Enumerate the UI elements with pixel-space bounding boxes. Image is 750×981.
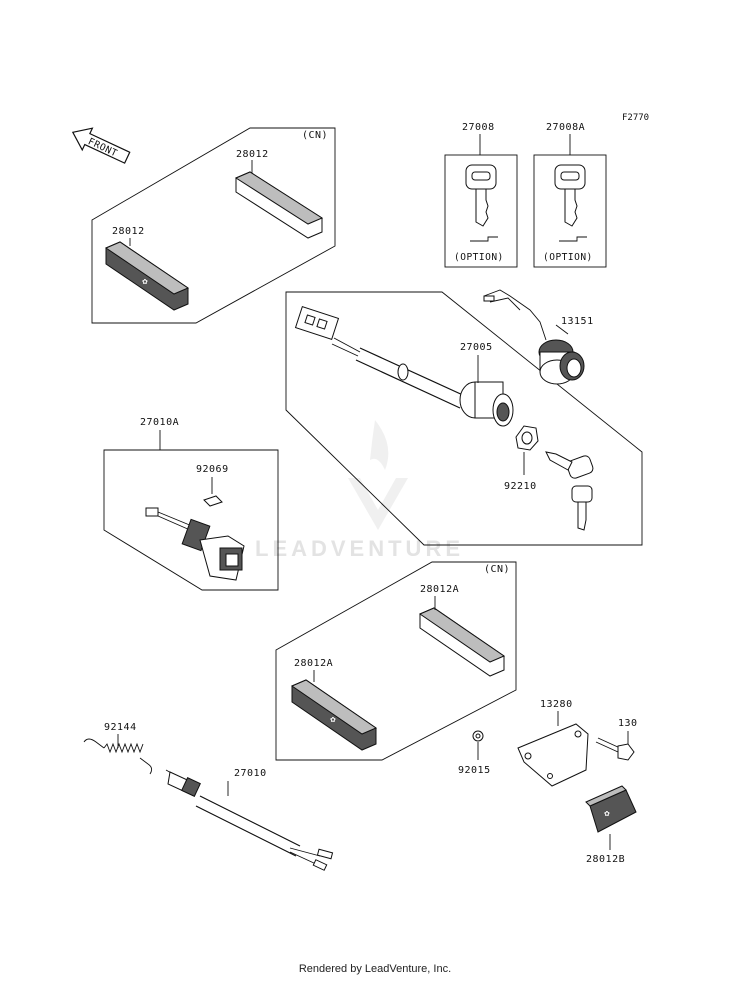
svg-text:✿: ✿ <box>330 716 336 724</box>
label-27010: 27010 <box>234 768 267 779</box>
label-27005: 27005 <box>460 342 493 353</box>
cn-label-1: (CN) <box>302 130 328 141</box>
label-28012B: 28012B <box>586 854 625 865</box>
cn-label-2: (CN) <box>484 564 510 575</box>
group-bracket-13280: 13280 130 92015 ✿ 28012B <box>458 699 638 865</box>
spring-92144 <box>83 738 153 775</box>
label-92210: 92210 <box>504 481 537 492</box>
clip-92069 <box>203 495 223 507</box>
group-27010A: 27010A 92069 <box>103 417 279 591</box>
bolt-130 <box>595 737 635 761</box>
key-27008 <box>465 164 497 227</box>
svg-text:✿: ✿ <box>142 278 148 286</box>
label-13151: 13151 <box>561 316 594 327</box>
group-ignition-27005: 27005 92210 13151 <box>285 289 643 546</box>
group-switch-27010: 27010 <box>165 768 334 871</box>
svg-text:✿: ✿ <box>604 810 610 818</box>
label-28012-bottom: 28012 <box>112 226 145 237</box>
label-130: 130 <box>618 718 638 729</box>
reflector-28012-top <box>234 171 324 239</box>
label-92015: 92015 <box>458 765 491 776</box>
nut-92210 <box>515 425 539 451</box>
connector-27005 <box>294 306 340 340</box>
group-28012-cn: (CN) 28012 ✿ 28012 <box>91 127 336 324</box>
label-27008A: 27008A <box>546 122 585 133</box>
switch-27010 <box>165 769 334 871</box>
switch-body-27005 <box>459 381 514 427</box>
reflector-28012B: ✿ <box>585 785 637 833</box>
key-27008A <box>554 164 586 227</box>
label-92144: 92144 <box>104 722 137 733</box>
bracket-icon-27008A <box>559 236 587 242</box>
front-arrow-icon: FRONT <box>71 127 131 164</box>
group-key-27008: 27008 (OPTION) <box>444 122 518 268</box>
figure-code: F2770 <box>622 113 649 123</box>
footer-credit: Rendered by LeadVenture, Inc. <box>298 963 452 975</box>
reflector-28012A-bottom: ✿ <box>290 679 378 751</box>
group-spring-92144: 92144 <box>83 722 153 775</box>
option-label-27008: (OPTION) <box>454 252 504 263</box>
option-label-27008A: (OPTION) <box>543 252 593 263</box>
label-27010A: 27010A <box>140 417 179 428</box>
watermark-text: LEADVENTURE <box>255 536 464 561</box>
group-28012A-cn: (CN) 28012A ✿ 28012A <box>275 561 517 761</box>
bracket-icon-27008 <box>470 236 498 242</box>
label-28012A-bottom: 28012A <box>294 658 333 669</box>
label-13280: 13280 <box>540 699 573 710</box>
keys-27005 <box>545 451 594 531</box>
label-27008: 27008 <box>462 122 495 133</box>
bracket-13280 <box>517 723 589 787</box>
group-key-27008A: 27008A (OPTION) <box>533 122 607 268</box>
reflector-28012-bottom: ✿ <box>104 241 190 311</box>
socket-13151 <box>483 289 585 385</box>
nut-92015 <box>472 730 484 742</box>
label-28012-top: 28012 <box>236 149 269 160</box>
watermark-logo <box>348 420 408 530</box>
label-28012A-top: 28012A <box>420 584 459 595</box>
switch-27010A <box>145 507 245 581</box>
reflector-28012A-top <box>418 607 506 677</box>
label-92069: 92069 <box>196 464 229 475</box>
